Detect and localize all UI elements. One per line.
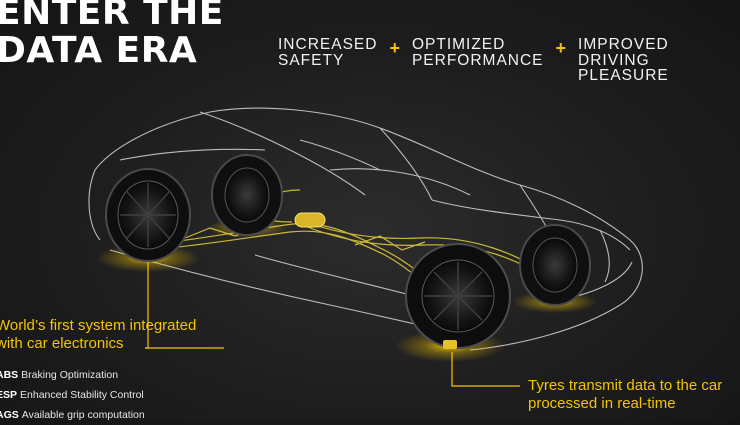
left-callout: World’s first system integrated with car… [0, 317, 196, 425]
benefit-safety: INCREASED SAFETY [278, 36, 378, 69]
callout-lines [145, 262, 520, 387]
list-item: AGSAvailable grip computation [0, 409, 145, 421]
right-callout: Tyres transmit data to the car processed… [528, 377, 723, 412]
benefit-performance: OPTIMIZED PERFORMANCE [411, 36, 544, 69]
feature-list: ABSBraking Optimization ESPEnhanced Stab… [0, 365, 196, 425]
rear-left-tyre-icon [211, 154, 283, 236]
title-line-2: DATA ERA [0, 30, 198, 71]
ecu-module-icon [294, 212, 326, 228]
benefit-driving-pleasure: IMPROVED DRIVING PLEASURE [578, 36, 669, 84]
car-wireframe-icon [88, 107, 643, 351]
list-item: ABSBraking Optimization [0, 369, 119, 381]
left-callout-headline: World’s first system integrated with car… [0, 317, 197, 352]
front-left-tyre-icon [105, 168, 191, 262]
plus-icon: + [555, 38, 567, 58]
rear-right-tyre-icon [519, 224, 591, 306]
title-line-1: ENTER THE [0, 0, 224, 33]
benefits-row: INCREASED SAFETY + OPTIMIZED PERFORMANCE… [278, 37, 740, 84]
front-right-tyre-icon [405, 243, 511, 349]
page-title: ENTER THE DATA ERA [0, 0, 224, 70]
plus-icon: + [389, 38, 400, 58]
list-item: ESPEnhanced Stability Control [0, 389, 144, 401]
